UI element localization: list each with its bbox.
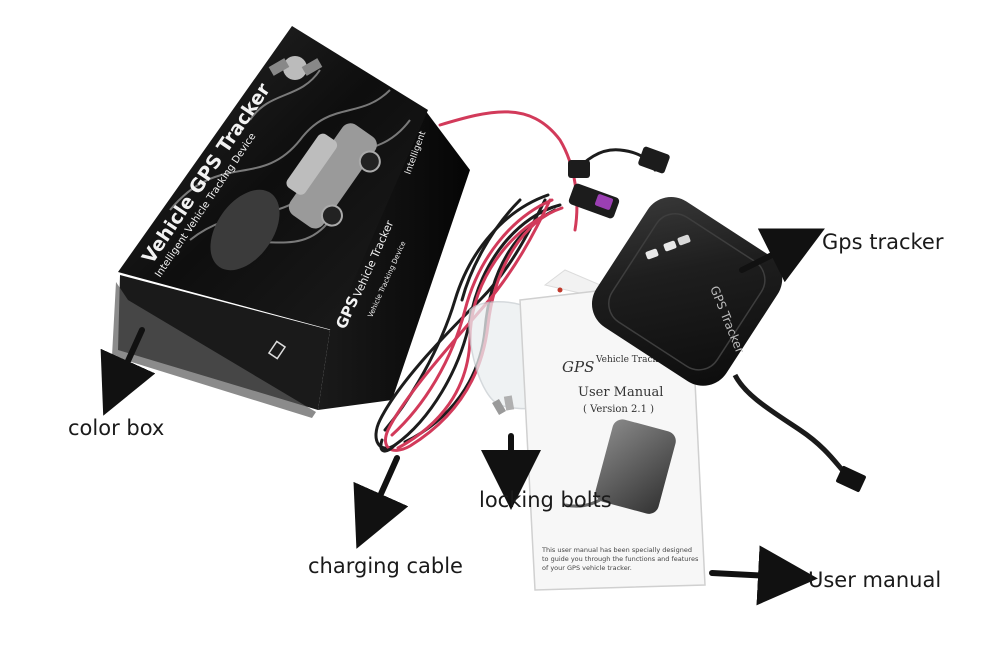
pointer-arrows [100,228,825,606]
tracker-light-2 [663,240,677,252]
manual-tracker-image [595,419,676,514]
fuse-holder [568,183,620,219]
manual-footer-3: of your GPS vehicle tracker. [542,564,632,572]
satellite-icon [268,56,323,80]
gps-tracker-device: GPS Tracker [591,196,866,492]
manual-brand: GPS [562,358,594,376]
box-logo [267,340,287,360]
manual-footer-1: This user manual has been specially desi… [541,546,692,554]
arrow-color-box [100,327,156,416]
manual-version: ( Version 2.1 ) [583,404,654,415]
arrow-gps-tracker [739,228,825,283]
box-car-artwork [286,123,381,229]
arrow-user-manual [709,545,818,606]
color-box: Vehicle GPS Tracker Intelligent Vehicle … [112,26,470,418]
label-user-manual: User manual [808,568,942,592]
manual-brand-title: Vehicle Tracker [595,355,668,365]
manual-footer-2: to guide you through the functions and f… [542,555,699,563]
arrow-charging-cable [353,455,409,549]
tracker-light-1 [645,248,659,260]
fuse-purple [594,194,614,210]
label-locking-bolts: locking bolts [479,488,612,512]
label-color-box: color box [68,416,165,440]
tracker-light-3 [677,234,691,246]
manual-title: User Manual [578,385,663,400]
label-charging-cable: charging cable [308,554,463,578]
label-gps-tracker: Gps tracker [822,230,944,254]
